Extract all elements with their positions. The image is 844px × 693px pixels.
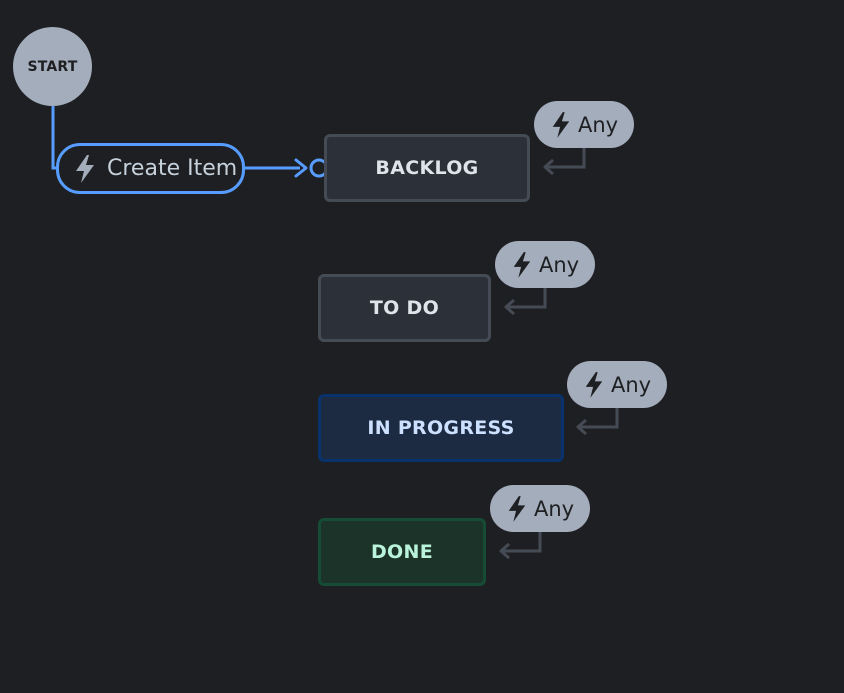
lightning-bolt-icon bbox=[73, 154, 97, 184]
any-label: Any bbox=[611, 372, 652, 397]
lightning-bolt-icon bbox=[506, 495, 528, 523]
status-in-progress[interactable]: IN PROGRESS bbox=[318, 394, 564, 462]
any-label: Any bbox=[539, 252, 580, 277]
status-backlog[interactable]: BACKLOG bbox=[324, 134, 530, 202]
loop-arrow-icon bbox=[543, 148, 586, 176]
any-transition-backlog[interactable]: Any bbox=[534, 101, 634, 148]
status-todo-label: TO DO bbox=[369, 297, 440, 319]
start-label: START bbox=[27, 58, 78, 75]
loop-arrow-icon bbox=[576, 408, 619, 436]
any-label: Any bbox=[534, 496, 575, 521]
lightning-bolt-icon bbox=[550, 111, 572, 139]
start-node[interactable]: START bbox=[13, 27, 92, 106]
status-in-progress-label: IN PROGRESS bbox=[367, 417, 515, 439]
any-transition-done[interactable]: Any bbox=[490, 485, 590, 532]
loop-arrow-icon bbox=[499, 532, 542, 560]
any-transition-todo[interactable]: Any bbox=[495, 241, 595, 288]
status-done-label: DONE bbox=[370, 541, 433, 563]
status-backlog-label: BACKLOG bbox=[375, 157, 479, 179]
create-connector-arrowhead bbox=[294, 158, 308, 178]
status-todo[interactable]: TO DO bbox=[318, 274, 491, 342]
create-item-label: Create Item bbox=[107, 156, 238, 181]
create-item-transition[interactable]: Create Item bbox=[56, 143, 245, 194]
lightning-bolt-icon bbox=[583, 371, 605, 399]
any-label: Any bbox=[578, 112, 619, 137]
any-transition-in-progress[interactable]: Any bbox=[567, 361, 667, 408]
lightning-bolt-icon bbox=[511, 251, 533, 279]
loop-arrow-icon bbox=[504, 288, 547, 316]
status-done[interactable]: DONE bbox=[318, 518, 486, 586]
